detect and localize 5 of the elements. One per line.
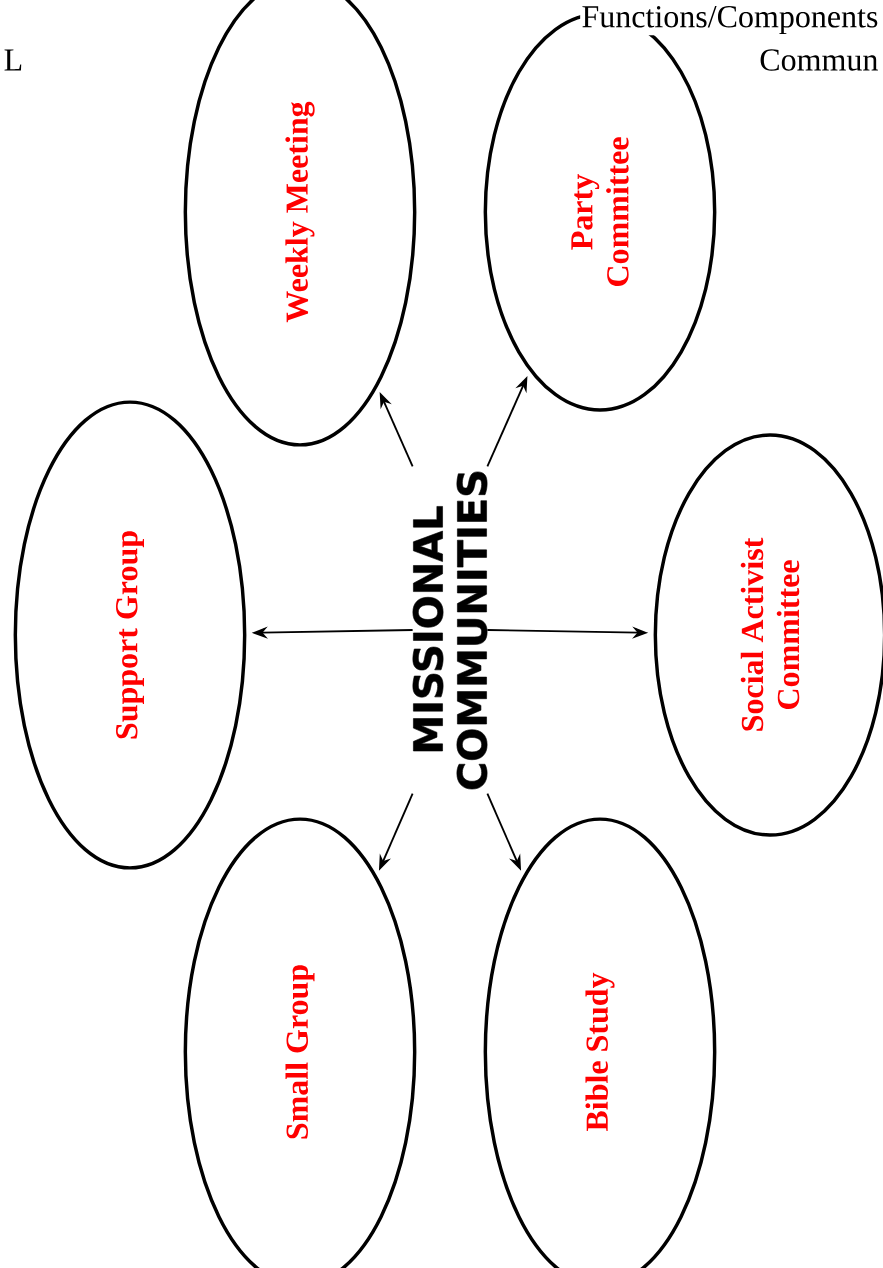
title-text: MISSIONAL COMMUNITIES xyxy=(412,471,488,790)
heading-text: Functions/Components xyxy=(580,4,880,36)
heading-text: Commun xyxy=(757,47,880,73)
oval: Support Group xyxy=(13,400,247,870)
heading-text: L xyxy=(2,48,25,72)
